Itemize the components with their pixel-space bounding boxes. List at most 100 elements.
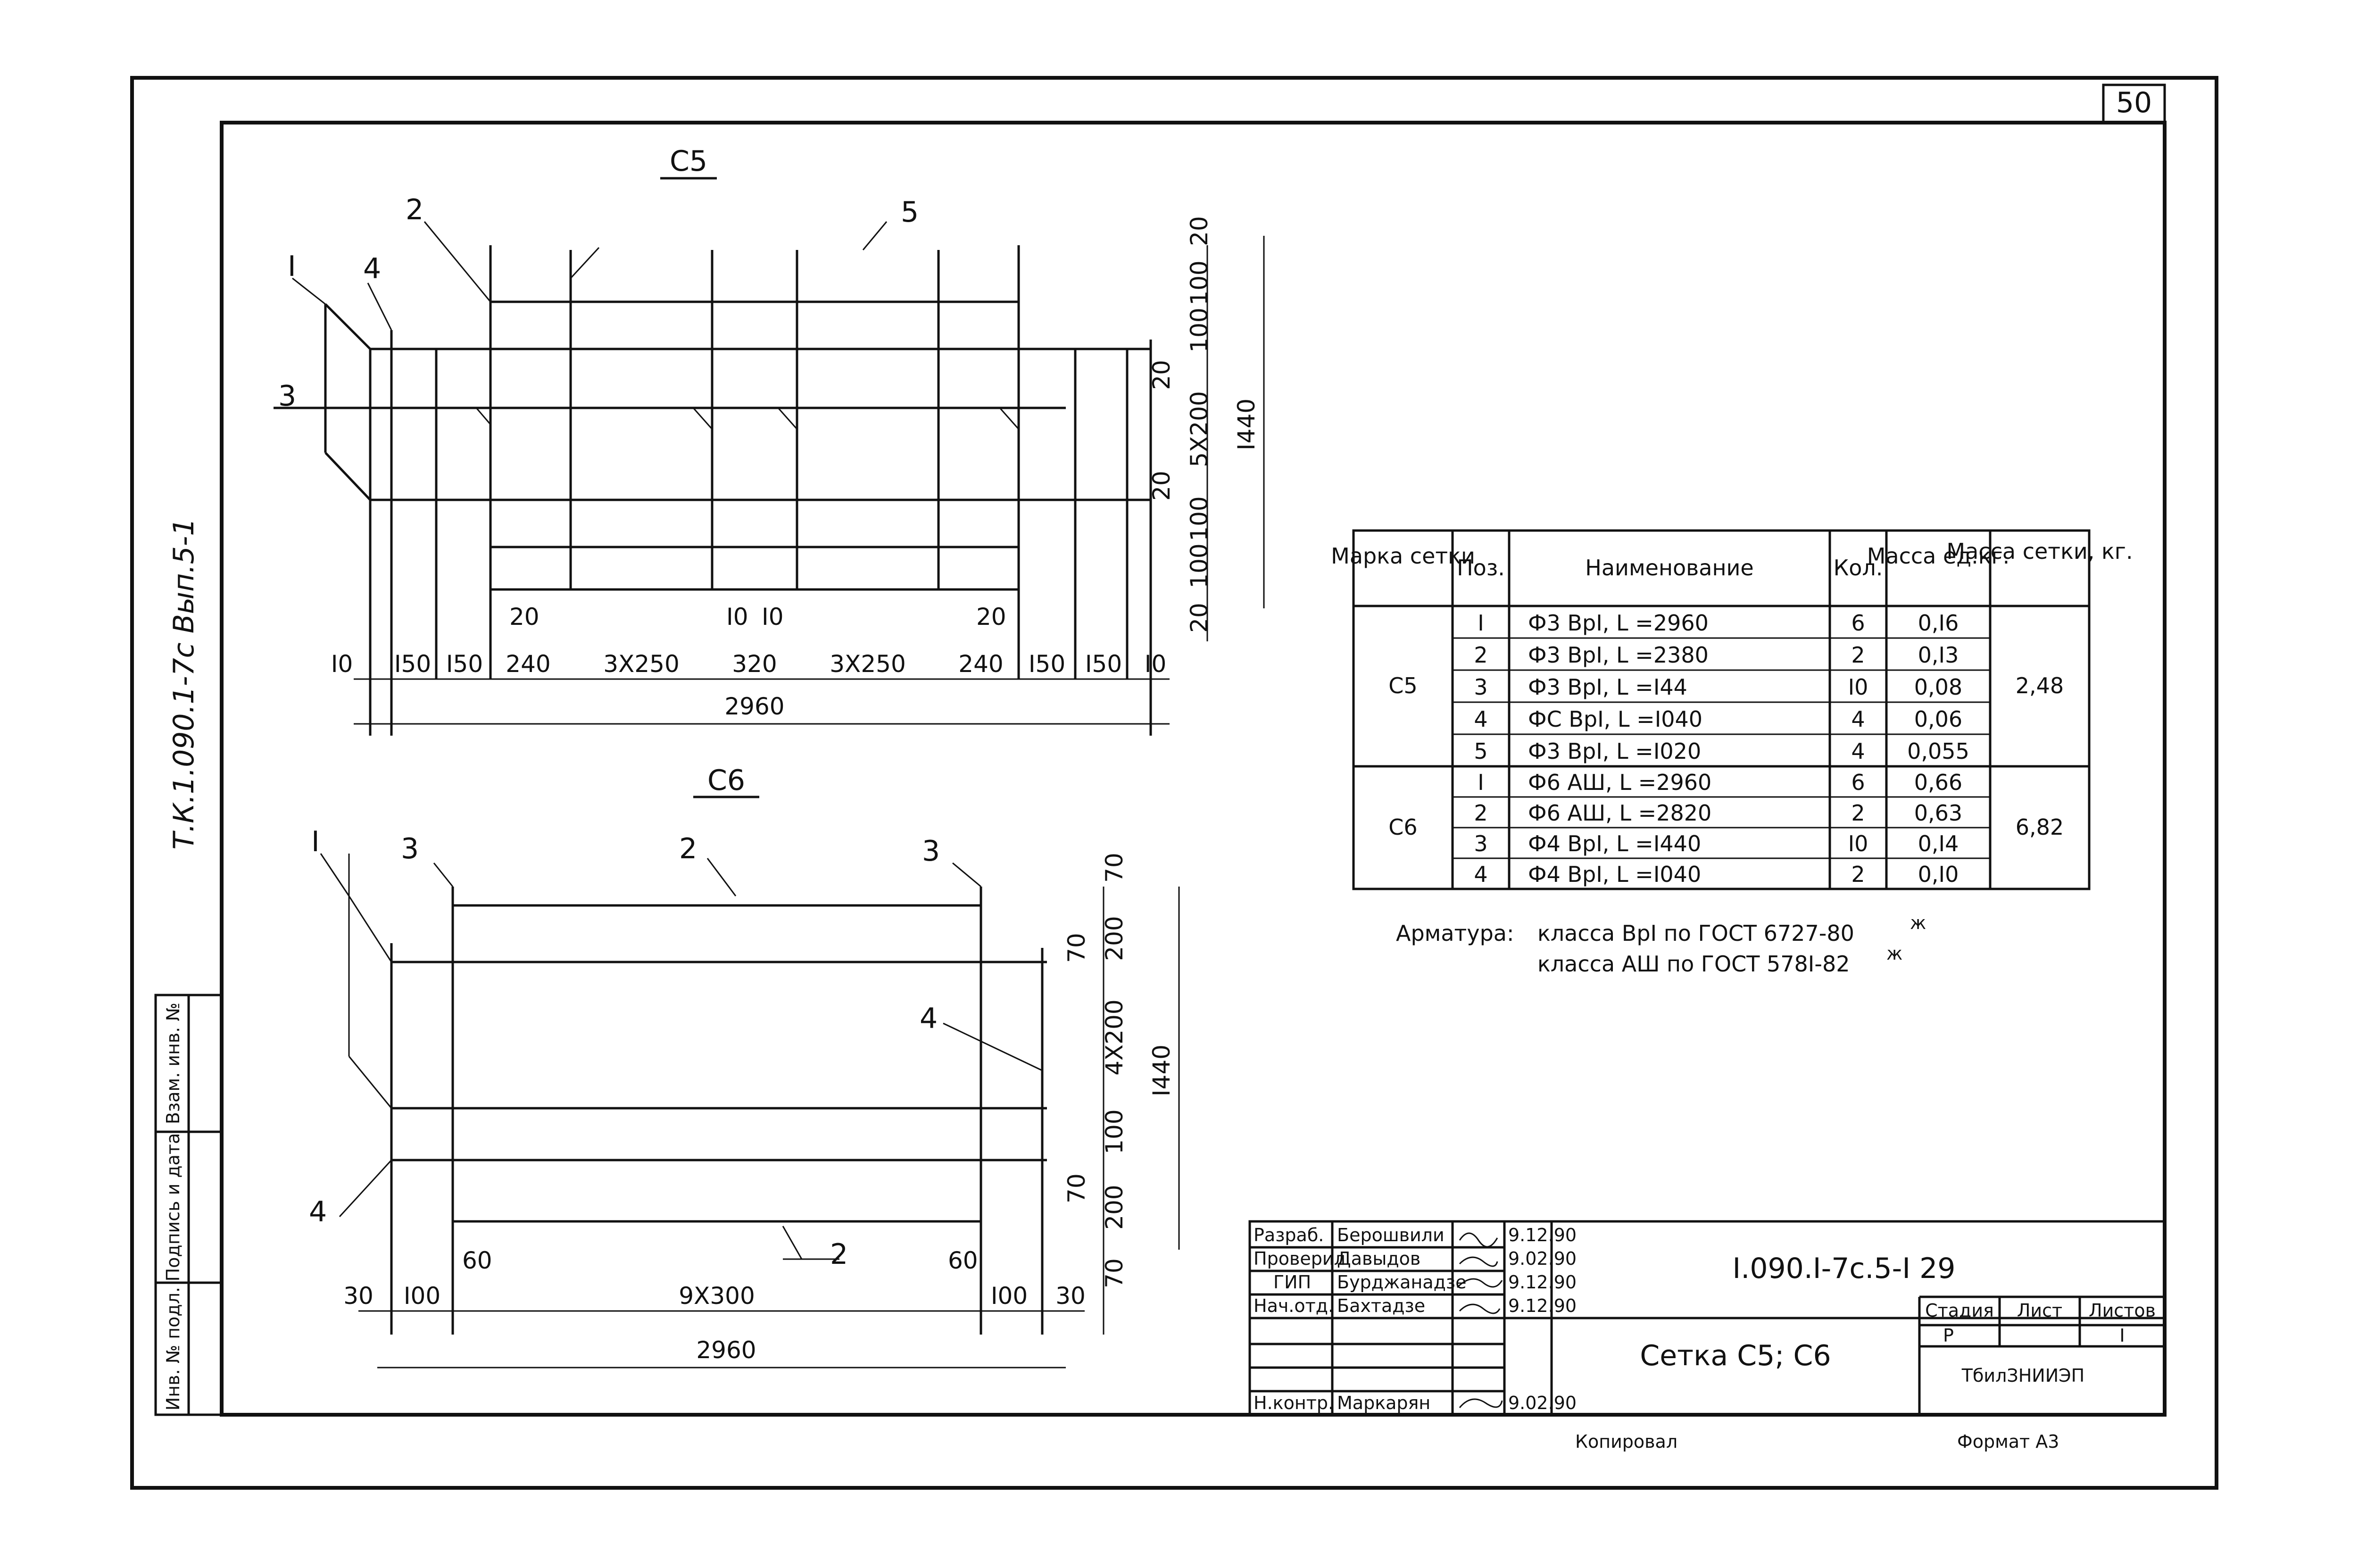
spec-qty: 2: [1851, 800, 1865, 826]
c6-rdim-3: 70: [1063, 933, 1090, 963]
spec-total-c5: 2,48: [2016, 673, 2064, 698]
signature-marks: [1456, 1232, 1503, 1408]
note-mark-1: ж: [1910, 913, 1926, 933]
spec-mark-c5: С5: [1388, 673, 1417, 698]
c5-total-length: 2960: [724, 693, 784, 720]
c5-label-1: I: [288, 250, 296, 283]
staff-person: Берошвили: [1337, 1225, 1445, 1245]
spec-qty: I0: [1848, 831, 1868, 856]
c5-bdim-10: I50: [1085, 650, 1122, 678]
c5-inner-dim-4: 20: [976, 603, 1006, 631]
c5-bdim-7: 3Х250: [830, 650, 906, 678]
staff-date: 9.12.90: [1508, 1225, 1577, 1245]
c5-bdim-3: I50: [446, 650, 483, 678]
spec-header-pos: Поз.: [1457, 555, 1505, 581]
spec-header-mark: Марка сетки: [1331, 543, 1475, 569]
spec-qty: 6: [1851, 610, 1865, 636]
c5-title: С5: [670, 145, 707, 178]
c5-rdim-2: 100: [1186, 260, 1213, 305]
staff-date: 9.12.90: [1508, 1295, 1577, 1316]
c6-label-1: I: [311, 825, 320, 858]
staff-role: Н.контр.: [1254, 1393, 1334, 1413]
note-prefix: Арматура:: [1396, 921, 1514, 946]
c5-label-4: 4: [363, 252, 381, 285]
spec-header-qty: Кол.: [1834, 555, 1883, 581]
sheet-number: 50: [2116, 86, 2152, 119]
spec-header-mass: Масса ед.кг.: [1867, 543, 2010, 569]
c6-rdim-4: 4Х200: [1101, 999, 1128, 1076]
spec-qty: 4: [1851, 706, 1865, 732]
c6-total-height: I440: [1148, 1045, 1175, 1096]
stage-value: Р: [1943, 1325, 1954, 1346]
c6-label-4b: 4: [309, 1195, 327, 1228]
sheets-value: I: [2119, 1325, 2125, 1346]
spec-item-name: Ф3 ВрI, L =2380: [1528, 642, 1709, 668]
mesh-c6-drawing: С6 I 3 2 3 4 4 2 70 200 70 4Х2: [309, 764, 1180, 1369]
c6-label-3b: 3: [922, 835, 940, 868]
side-cell-3: Взам. инв. №: [163, 1003, 183, 1124]
spec-mass: 0,06: [1914, 706, 1962, 732]
c6-bdim-3: 9Х300: [679, 1282, 755, 1310]
spec-item-name: Ф6 АШ, L =2960: [1528, 770, 1711, 795]
c5-total-height: I440: [1233, 398, 1260, 450]
c5-rdim-3: 100: [1186, 307, 1213, 352]
c5-rdim-6: 20: [1148, 471, 1175, 501]
c5-bdim-4: 240: [506, 650, 550, 678]
c5-label-2: 2: [406, 193, 423, 226]
spec-item-name: Ф4 ВрI, L =I440: [1528, 831, 1701, 856]
spec-row: 4 Ф4 ВрI, L =I040 2 0,I0: [1474, 862, 1959, 887]
spec-item-name: Ф3 ВрI, L =2960: [1528, 610, 1709, 636]
staff-date: 9.02.90: [1508, 1393, 1577, 1413]
spec-mass: 0,08: [1914, 674, 1962, 700]
c6-rdim-5: 100: [1101, 1109, 1128, 1154]
c5-rdim-5: 5Х200: [1186, 391, 1213, 467]
spec-mass: 0,63: [1914, 800, 1962, 826]
spec-header-total: Масса сетки, кг.: [1946, 539, 2133, 564]
spec-mass: 0,I3: [1918, 642, 1959, 668]
inner-frame: [220, 121, 2167, 1417]
spec-pos: 4: [1474, 706, 1487, 732]
spec-row: I Ф6 АШ, L =2960 6 0,66: [1478, 770, 1962, 795]
staff-row: Проверил Давыдов 9.02.90: [1254, 1248, 1577, 1269]
spec-pos: 4: [1474, 862, 1487, 887]
c5-rdim-9: 20: [1186, 603, 1213, 633]
stage-header: Стадия: [1925, 1300, 1994, 1321]
c6-label-4a: 4: [920, 1002, 938, 1035]
footer-format: Формат А3: [1957, 1431, 2059, 1452]
spec-mass: 0,I0: [1918, 862, 1959, 887]
spec-total-c6: 6,82: [2016, 814, 2064, 840]
c6-title: С6: [707, 764, 745, 797]
c5-rdim-8: 100: [1186, 543, 1213, 588]
spec-row: 4 ФС ВрI, L =I040 4 0,06: [1474, 706, 1962, 732]
c5-label-3: 3: [278, 380, 296, 413]
c6-bdim-1: 30: [343, 1282, 374, 1310]
spec-qty: 4: [1851, 738, 1865, 764]
note-mark-2: ж: [1886, 943, 1902, 964]
staff-role: Нач.отд.: [1254, 1295, 1334, 1316]
c5-bdim-6: 320: [732, 650, 777, 678]
spec-qty: I0: [1848, 674, 1868, 700]
spec-pos: 2: [1474, 800, 1487, 826]
drawing-name: Сетка С5; С6: [1640, 1339, 1831, 1372]
c5-bdim-8: 240: [958, 650, 1003, 678]
spec-header-name: Наименование: [1585, 555, 1753, 581]
c5-rdim-7: 100: [1186, 496, 1213, 541]
spec-item-name: ФС ВрI, L =I040: [1528, 706, 1702, 732]
spec-mark-c6: С6: [1388, 814, 1417, 840]
spec-pos: 3: [1474, 831, 1487, 856]
c6-total-length: 2960: [696, 1336, 756, 1364]
spec-qty: 2: [1851, 862, 1865, 887]
staff-row: Разраб. Берошвили 9.12.90: [1254, 1225, 1577, 1245]
spec-item-name: Ф4 ВрI, L =I040: [1528, 862, 1701, 887]
note-line-1: класса ВрI по ГОСТ 6727-80: [1537, 921, 1854, 946]
spec-row: 3 Ф4 ВрI, L =I440 I0 0,I4: [1474, 831, 1959, 856]
spec-mass: 0,66: [1914, 770, 1962, 795]
staff-date: 9.02.90: [1508, 1248, 1577, 1269]
side-cell-2: Подпись и дата: [163, 1133, 183, 1282]
c6-label-2a: 2: [679, 832, 697, 865]
c6-bdim-5: 30: [1055, 1282, 1086, 1310]
staff-person: Давыдов: [1337, 1248, 1420, 1269]
c6-inner-dim-1: 60: [462, 1247, 492, 1274]
c5-inner-dim-3: I0: [762, 603, 784, 631]
